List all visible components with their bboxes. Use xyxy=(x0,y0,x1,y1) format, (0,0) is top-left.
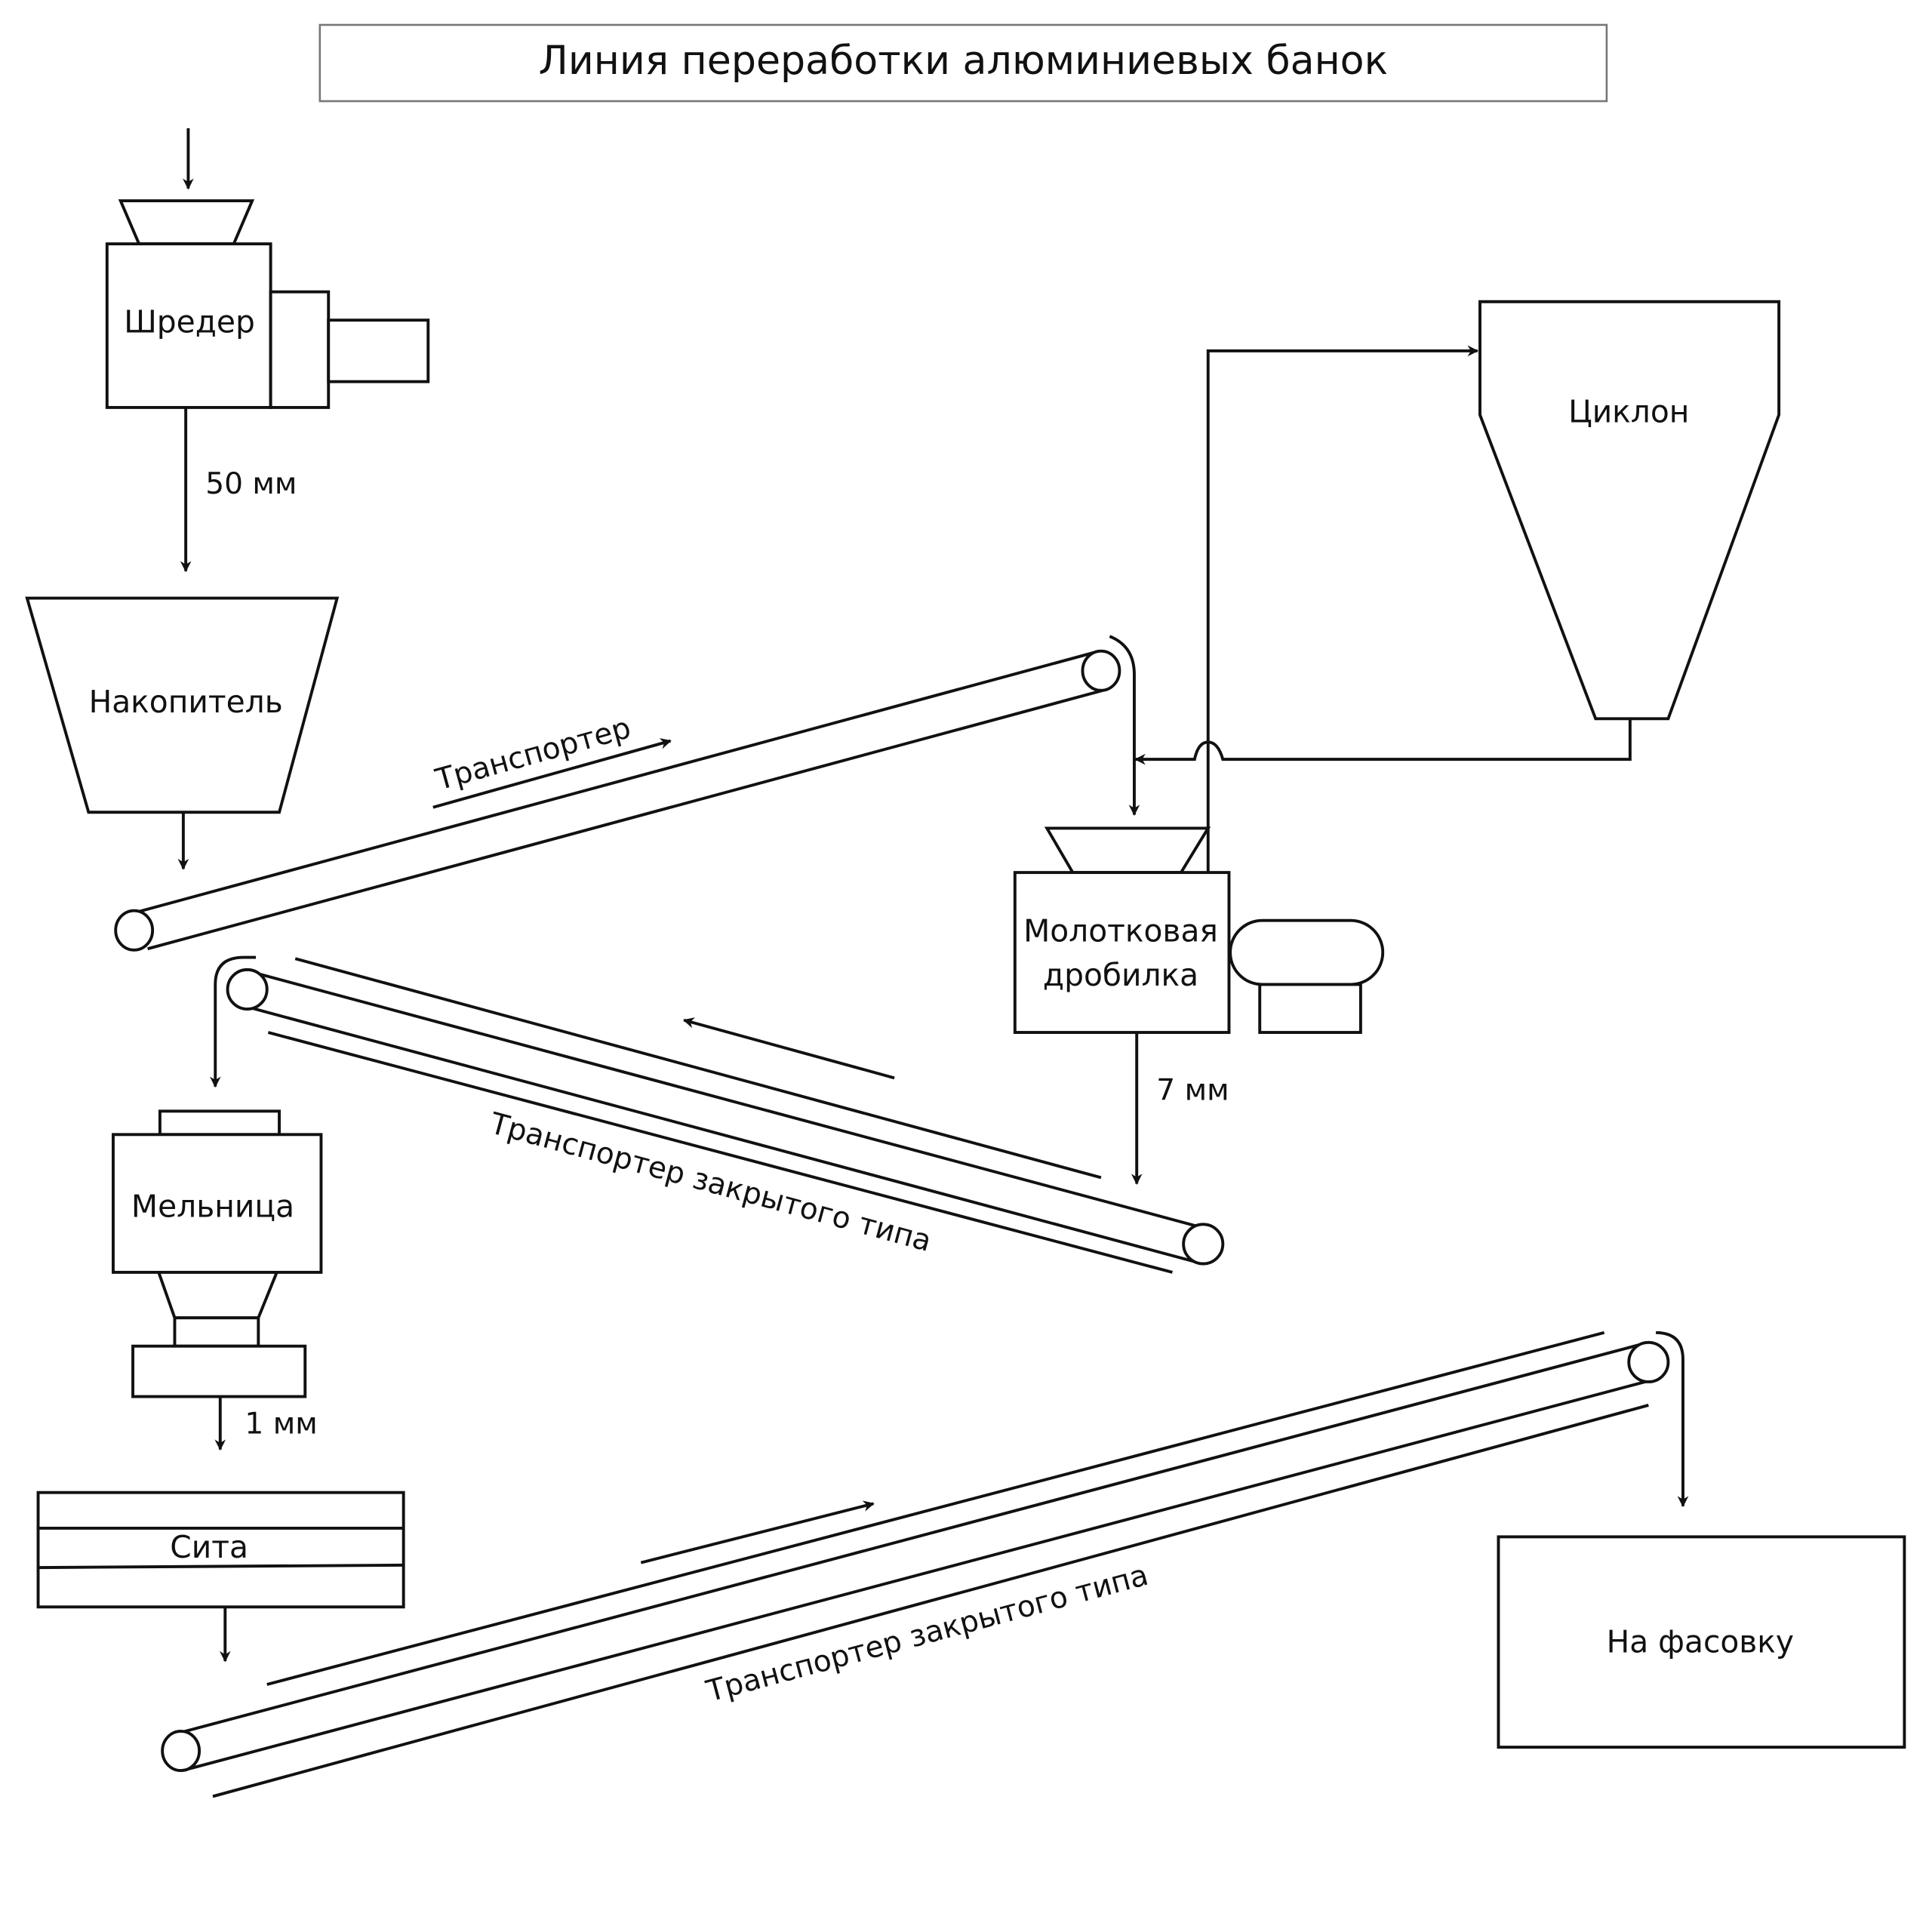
conveyor-1-head-pulley xyxy=(1081,649,1121,692)
mill-neck xyxy=(173,1316,260,1348)
conveyor-3-head-pulley xyxy=(1627,1340,1670,1383)
cyclone-body xyxy=(1478,300,1781,721)
shredder-hopper xyxy=(118,199,255,246)
shredder-motor xyxy=(327,318,430,383)
crusher-to-cyclone-line xyxy=(1206,345,1479,872)
mill-outlet xyxy=(131,1344,307,1398)
packing: На фасовку xyxy=(1497,1535,1906,1749)
conveyor-1-top-belt xyxy=(137,651,1096,914)
mill-inlet xyxy=(158,1109,281,1137)
conveyor-1-direction-arrow xyxy=(432,738,672,809)
mill-label: Мельница xyxy=(131,1189,294,1225)
conveyor-2-direction-arrow xyxy=(682,1017,895,1080)
conveyor-2-top-belt xyxy=(251,971,1200,1229)
cyclone-return-line xyxy=(1134,718,1632,765)
conveyor-1-discharge-arrow xyxy=(1109,635,1140,816)
sieves-body xyxy=(36,1491,405,1609)
conveyor-3-discharge-arrow xyxy=(1656,1331,1689,1508)
mill: Мельница xyxy=(112,1109,323,1398)
conveyor-3-label: Транспортер закрытого типа xyxy=(703,1558,1152,1709)
hammer-crusher-hopper xyxy=(1044,826,1211,875)
conveyor-2-discharge-arrow xyxy=(209,955,257,1088)
conveyor-3-tail-pulley xyxy=(161,1729,202,1773)
hammer-crusher: Молотковая дробилка xyxy=(1013,826,1385,1034)
sieve-deck-2 xyxy=(38,1563,404,1570)
accumulator: Накопитель xyxy=(25,596,340,814)
hammer-crusher-label-line1: Молотковая xyxy=(1023,912,1218,949)
conveyor-3-bottom-belt xyxy=(186,1379,1651,1771)
size-label-50mm: 50 мм xyxy=(205,467,297,501)
hammer-crusher-label-line2: дробилка xyxy=(1043,957,1198,993)
conveyor-3-top-belt xyxy=(180,1342,1644,1734)
title-block: Линия переработки алюминиевых банок xyxy=(318,23,1608,103)
diagram-title: Линия переработки алюминиевых банок xyxy=(539,38,1389,84)
mill-cone xyxy=(156,1270,279,1320)
shredder: Шредер xyxy=(105,199,430,409)
shredder-label: Шредер xyxy=(124,303,255,340)
packing-label: На фасовку xyxy=(1607,1624,1794,1660)
packing-box xyxy=(1497,1535,1906,1749)
hammer-crusher-body xyxy=(1013,871,1231,1034)
conveyor-2-tail-pulley xyxy=(1182,1223,1225,1266)
conveyor-2-bottom-belt xyxy=(245,1004,1194,1263)
conveyor-2-bottom-cover xyxy=(267,1031,1173,1274)
sieves-label: Сита xyxy=(170,1529,248,1565)
size-label-1mm: 1 мм xyxy=(245,1407,317,1441)
sieves: Сита xyxy=(36,1491,405,1609)
conveyor-2-head-pulley xyxy=(226,968,269,1011)
shredder-gearbox xyxy=(269,290,331,409)
conveyor-1-tail-pulley xyxy=(114,909,155,952)
conveyor-1-bottom-belt xyxy=(147,688,1108,951)
accumulator-label: Накопитель xyxy=(89,684,283,720)
shredder-body xyxy=(105,242,272,409)
conveyor-3-top-cover xyxy=(266,1331,1605,1686)
conveyor-2-top-cover xyxy=(294,957,1102,1180)
conveyor-3-direction-arrow xyxy=(640,1500,875,1564)
title-frame xyxy=(318,23,1608,103)
mill-body xyxy=(112,1133,323,1274)
cyclone: Циклон xyxy=(1478,300,1781,721)
conveyor-3-bottom-cover xyxy=(212,1404,1649,1798)
size-label-7mm: 7 мм xyxy=(1156,1074,1229,1108)
conveyor-2-label: Транспортер закрытого типа xyxy=(486,1106,935,1259)
cyclone-label: Циклон xyxy=(1568,393,1689,429)
hammer-crusher-motor xyxy=(1229,918,1385,986)
accumulator-body xyxy=(25,596,340,814)
hammer-crusher-motor-base xyxy=(1258,983,1362,1034)
